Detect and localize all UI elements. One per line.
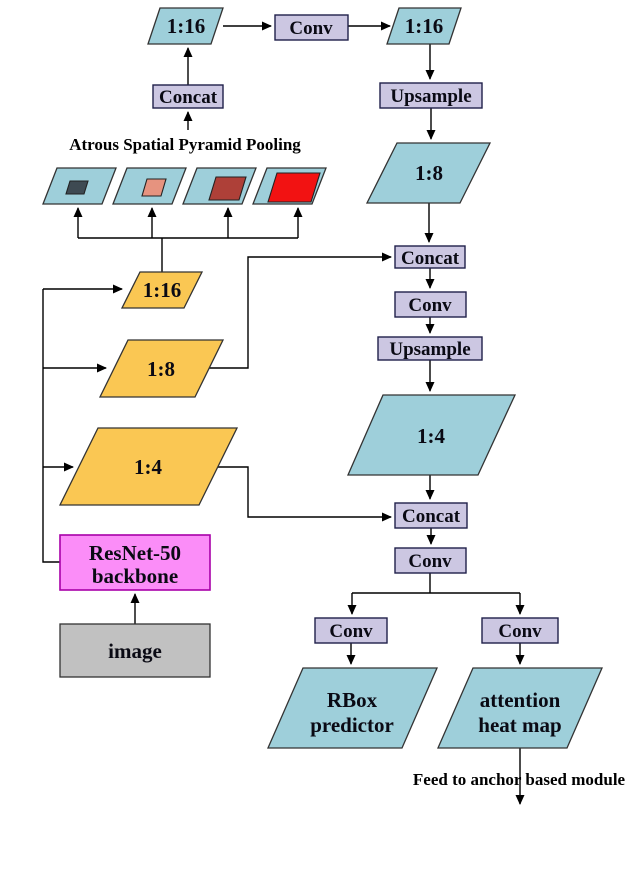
- node-concat-1-4: [394, 502, 468, 529]
- backbone-trunk-line: [42, 289, 60, 563]
- node-backbone-feat-1-16-label: 1:16: [143, 278, 182, 302]
- node-attention-heat-map: [437, 667, 603, 749]
- node-backbone-feat-1-4-label: 1:4: [134, 455, 162, 479]
- aspp-map-3-kernel: [208, 176, 247, 201]
- node-resnet-backbone-label-line2: backbone: [92, 564, 178, 588]
- node-concat-aspp-label: Concat: [159, 87, 218, 108]
- node-backbone-feat-1-16: [120, 271, 204, 309]
- node-upsample-1-label: Upsample: [390, 86, 471, 107]
- node-resnet-backbone-label-line1: ResNet-50: [89, 541, 181, 565]
- node-concat-1-8: [394, 245, 466, 269]
- aspp-map-1-kernel: [65, 180, 89, 195]
- feed-note: Feed to anchor based module: [413, 770, 626, 789]
- aspp-map-2-kernel: [141, 178, 167, 197]
- node-concat-1-4-label: Concat: [402, 506, 461, 527]
- branch-split-line: [352, 573, 520, 594]
- node-conv-attention-branch: [481, 617, 559, 644]
- node-conv-rbox-branch: [314, 617, 388, 644]
- node-rbox-predictor: [267, 667, 438, 749]
- node-conv-1-8: [394, 291, 467, 318]
- node-attention-heat-map-label-line2: heat map: [478, 713, 561, 737]
- node-aspp-out-right-1-16: [386, 7, 462, 45]
- node-resnet-backbone: [59, 534, 211, 591]
- node-fused-1-4-label: 1:4: [417, 424, 445, 448]
- node-aspp-out-left-label: 1:16: [167, 14, 206, 38]
- node-rbox-predictor-label-line1: RBox: [327, 688, 378, 712]
- node-conv-rbox-branch-label: Conv: [329, 621, 373, 642]
- node-conv-top: [274, 14, 349, 41]
- aspp-collector-line: [78, 237, 298, 272]
- node-backbone-feat-1-8: [98, 339, 225, 398]
- node-image-input: [59, 623, 211, 678]
- aspp-title: Atrous Spatial Pyramid Pooling: [69, 135, 301, 154]
- node-conv-top-label: Conv: [289, 18, 333, 39]
- node-rbox-predictor-label-line2: predictor: [310, 713, 394, 737]
- node-conv-1-8-label: Conv: [408, 295, 452, 316]
- node-conv-attention-branch-label: Conv: [498, 621, 542, 642]
- node-image-input-label: image: [108, 639, 162, 663]
- node-concat-1-8-label: Concat: [401, 248, 460, 269]
- node-aspp-out-right-label: 1:16: [405, 14, 444, 38]
- node-upsample-1: [379, 82, 483, 109]
- node-attention-heat-map-label-line1: attention: [480, 688, 561, 712]
- node-backbone-feat-1-8-label: 1:8: [147, 357, 175, 381]
- node-concat-aspp: [152, 84, 224, 109]
- node-conv-1-4: [394, 547, 467, 574]
- arrow-yellow-1-8-to-concat: [209, 252, 392, 369]
- node-upsample-2-label: Upsample: [389, 339, 470, 360]
- node-upsample-2: [377, 336, 483, 361]
- node-fused-1-4: [347, 394, 517, 476]
- aspp-map-4-kernel: [267, 172, 321, 203]
- node-backbone-feat-1-4: [58, 427, 239, 506]
- arrow-yellow-1-4-to-concat: [207, 466, 392, 522]
- node-fused-1-8-label: 1:8: [415, 161, 443, 185]
- node-conv-1-4-label: Conv: [408, 551, 452, 572]
- node-aspp-out-left-1-16: [147, 7, 224, 45]
- node-fused-1-8: [365, 142, 492, 204]
